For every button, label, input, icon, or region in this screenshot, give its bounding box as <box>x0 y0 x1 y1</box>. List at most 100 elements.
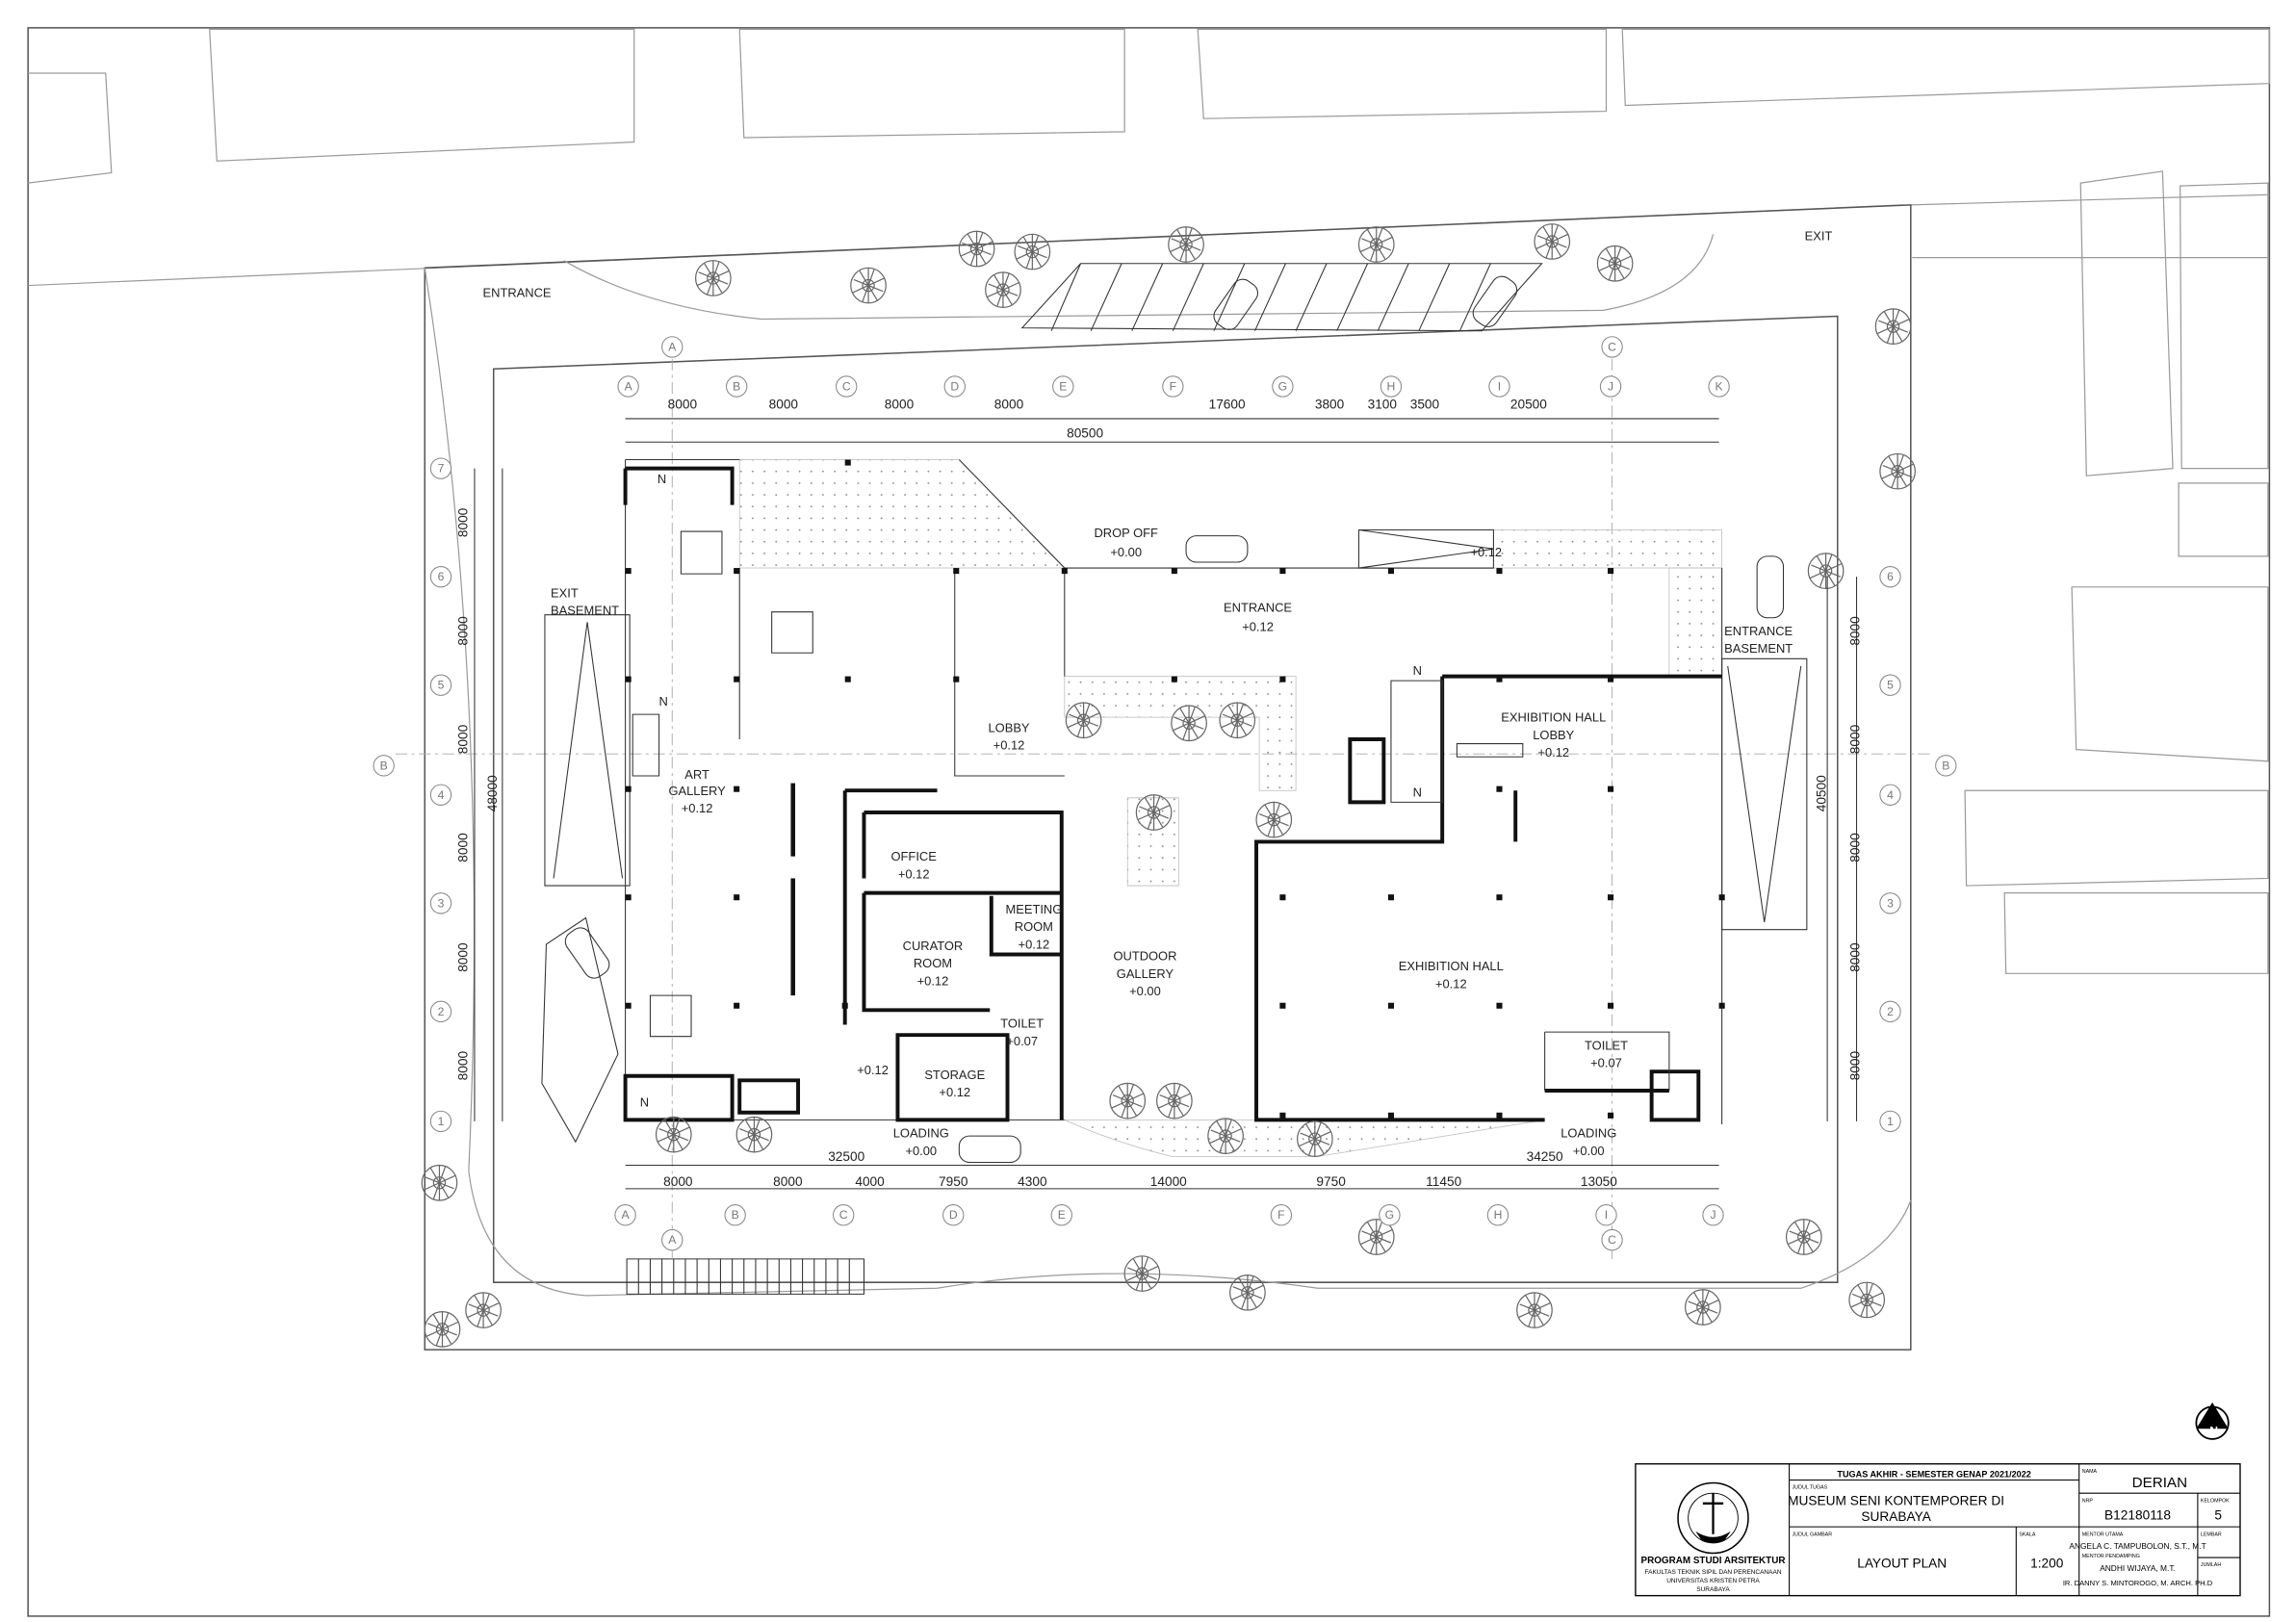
dimension-label: 8000 <box>668 397 698 411</box>
grid-axis-label-bubble <box>1595 1204 1617 1226</box>
entrance-basement-label: BASEMENT <box>1724 641 1793 656</box>
project-title: MUSEUM SENI KONTEMPORER DI <box>1788 1493 2004 1507</box>
grid-row-label: 6 <box>1887 570 1894 583</box>
grid-axis-label-bubble <box>1052 375 1074 398</box>
nrp-label: NRP <box>2082 1498 2094 1504</box>
ramp-level: +0.12 <box>1470 545 1502 559</box>
grid-row-label: 5 <box>1887 679 1894 692</box>
grid-axis-label-bubble <box>1599 375 1622 398</box>
grid-row-label-bubble <box>429 892 452 914</box>
grid-axis-label: D <box>949 1208 958 1222</box>
kelompok-label: KELOMPOK <box>2201 1498 2230 1504</box>
grid-row-label-bubble <box>1879 892 1901 914</box>
section-marker-bubble <box>1601 1228 1623 1251</box>
art-gallery-label: ART <box>684 767 709 782</box>
grid-row-label-bubble <box>1879 1000 1901 1023</box>
jumlah-label: JUMLAH <box>2201 1562 2221 1568</box>
grid-axis-label: G <box>1278 379 1287 393</box>
grid-row-label: 1 <box>1887 1115 1894 1128</box>
grid-axis-label-bubble <box>1488 375 1510 398</box>
grid-row-label-bubble <box>1879 674 1901 696</box>
dimension-label: 8000 <box>885 397 915 411</box>
grid-row-label-bubble <box>429 1000 452 1023</box>
grid-axis-label: C <box>842 379 851 393</box>
exhibition-lobby-level: +0.12 <box>1537 745 1569 760</box>
grid-axis-label-bubble <box>1050 1204 1072 1226</box>
lembar-label: LEMBAR <box>2201 1532 2222 1537</box>
grid-axis-label-bubble <box>1486 1204 1509 1226</box>
dimension-lines <box>474 418 1858 1190</box>
exhibition-lobby-label: EXHIBITION HALL <box>1501 710 1606 725</box>
exhibition-hall-label: EXHIBITION HALL <box>1399 959 1504 973</box>
grid-row-label: 4 <box>438 788 445 802</box>
grid-axis-label: J <box>1710 1208 1716 1222</box>
project-title: SURABAYA <box>1861 1509 1931 1524</box>
dimension-label: 8000 <box>455 507 470 537</box>
grid-axis-label-bubble <box>1708 375 1730 398</box>
dimension-label: 8000 <box>455 942 470 972</box>
meeting-room-label: MEETING <box>1005 902 1062 916</box>
grid-axis-label: B <box>733 379 740 393</box>
section-marker-bubble <box>1601 336 1623 358</box>
office-label: OFFICE <box>891 849 938 863</box>
student-name: DERIAN <box>2132 1475 2187 1491</box>
grid-row-label: 6 <box>438 570 445 583</box>
dimension-label: 8000 <box>773 1174 803 1189</box>
toilet-left-label: TOILET <box>1000 1017 1044 1031</box>
co-mentor: ANDHI WIJAYA, M.T. <box>2100 1563 2176 1573</box>
city-name: SURABAYA <box>1696 1586 1730 1593</box>
outdoor-gallery-level: +0.00 <box>1129 984 1161 998</box>
paved-areas <box>544 459 1808 1157</box>
structural-columns <box>625 459 1725 1119</box>
grid-axis-label-bubble <box>614 1204 636 1226</box>
exit-basement-label: BASEMENT <box>551 604 619 618</box>
dimension-label: 8000 <box>1848 616 1863 646</box>
office-level: +0.12 <box>898 866 930 881</box>
grid-axis-label-bubble <box>833 1204 855 1226</box>
grid-axis-label-bubble <box>1270 1204 1293 1226</box>
grid-axis-label-bubble <box>836 375 858 398</box>
exit-label: EXIT <box>1805 228 1833 243</box>
grid-axis-label-bubble <box>1702 1204 1724 1226</box>
lobby-level: +0.12 <box>993 738 1025 753</box>
mentor-pendamping-label: MENTOR PENDAMPING <box>2082 1554 2140 1559</box>
dimension-label: 3100 <box>1368 397 1398 411</box>
stair-north-mark: N <box>640 1095 649 1110</box>
north-arrow: N <box>2195 1402 2230 1440</box>
stair-north-mark: N <box>658 694 667 708</box>
grid-row-label-bubble <box>429 457 452 479</box>
grid-axis-label: B <box>732 1208 739 1222</box>
entrance-label: ENTRANCE <box>483 286 552 300</box>
university-name: UNIVERSITAS KRISTEN PETRA <box>1666 1578 1760 1584</box>
grid-axis-label: H <box>1494 1208 1503 1222</box>
grid-row-label: 2 <box>1887 1005 1894 1018</box>
site-boundary <box>424 204 1912 1351</box>
section-marker: B <box>1942 759 1949 772</box>
drawing-scale: 1:200 <box>2030 1557 2064 1571</box>
grid-axis-label: E <box>1058 1208 1066 1222</box>
grid-axis-label: I <box>1605 1208 1608 1222</box>
grid-axis-label: C <box>839 1208 848 1222</box>
dimension-label: 8000 <box>1848 833 1863 862</box>
dimension-label: 8000 <box>455 616 470 646</box>
grid-axis-label-bubble <box>1380 375 1403 398</box>
grid-row-label: 3 <box>1887 896 1894 910</box>
art-gallery-level: +0.12 <box>682 801 713 815</box>
outdoor-gallery-label: OUTDOOR <box>1113 949 1176 964</box>
dimension-total: 80500 <box>1067 426 1103 441</box>
section-marker: A <box>668 1233 677 1247</box>
curator-room-label: CURATOR <box>903 939 964 953</box>
exhibition-hall-level: +0.12 <box>1435 977 1467 991</box>
grid-axis-label: I <box>1498 379 1501 393</box>
sheet-frame <box>27 27 2271 1617</box>
dimension-label: 13050 <box>1581 1174 1617 1189</box>
exit-basement-label: EXIT <box>551 585 579 600</box>
entrance-room-label: ENTRANCE <box>1224 601 1292 615</box>
student-nrp: B12180118 <box>2104 1508 2171 1523</box>
section-marker-bubble <box>1935 755 1957 777</box>
stair-north-mark: N <box>1413 785 1422 799</box>
grid-row-label-bubble <box>429 1110 452 1133</box>
grid-axis-label: K <box>1716 379 1723 393</box>
outdoor-gallery-label: GALLERY <box>1117 966 1174 981</box>
